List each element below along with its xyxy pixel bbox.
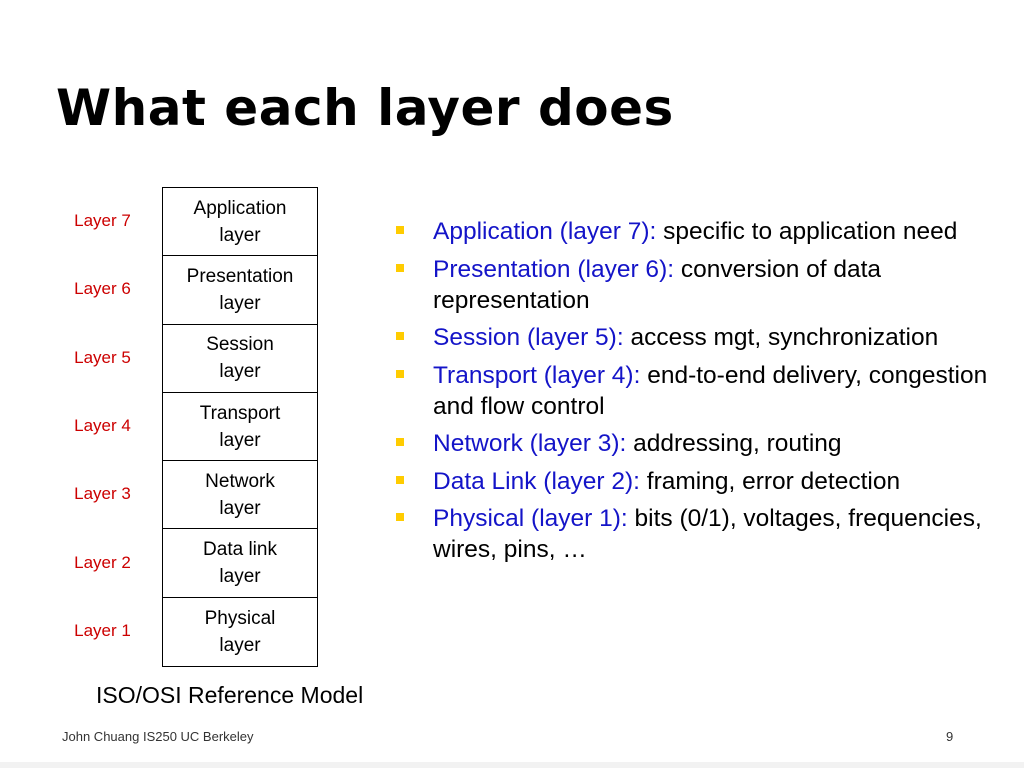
footer-divider [0, 762, 1024, 768]
list-item: Network (layer 3): addressing, routing [396, 428, 996, 459]
list-item: Physical (layer 1): bits (0/1), voltages… [396, 503, 996, 565]
square-bullet-icon [396, 263, 404, 272]
layer-label-5: Layer 5 [74, 347, 131, 367]
bullet-description: addressing, routing [626, 430, 842, 457]
list-item: Data Link (layer 2): framing, error dete… [396, 466, 996, 497]
square-bullet-icon [396, 513, 404, 521]
layer-name-suffix: layer [219, 224, 261, 246]
list-item: Session (layer 5): access mgt, synchroni… [396, 322, 996, 353]
layer-labels: Layer 7 Layer 6 Layer 5 Layer 4 Layer 3 … [50, 187, 155, 665]
layer-label-4: Layer 4 [74, 416, 131, 436]
bullet-description: framing, error detection [639, 467, 901, 495]
layer-box-network: Network layer [163, 461, 317, 530]
layer-name: Application [193, 197, 287, 219]
list-item: Transport (layer 4): end-to-end delivery… [396, 360, 996, 422]
list-item: Presentation (layer 6): conversion of da… [396, 254, 996, 316]
layer-box-physical: Physical layer [163, 598, 317, 666]
osi-layer-stack: Application layer Presentation layer Ses… [162, 187, 318, 668]
layer-box-transport: Transport layer [163, 393, 317, 462]
bullet-description: conversion of data representation [433, 255, 882, 314]
bullet-term: Network (layer 3): [433, 430, 627, 457]
bullet-description: end-to-end delivery, congestion and flow… [433, 361, 988, 420]
layer-name: Network [205, 470, 275, 492]
layer-box-session: Session layer [163, 325, 317, 393]
bullet-term: Transport (layer 4): [433, 361, 641, 389]
layer-name-suffix: layer [219, 361, 261, 383]
footer-credit: John Chuang IS250 UC Berkeley [62, 729, 254, 744]
layer-label-7: Layer 7 [74, 211, 131, 231]
layer-name-suffix: layer [219, 497, 261, 519]
layer-box-presentation: Presentation layer [163, 256, 317, 325]
layer-name: Data link [203, 539, 277, 561]
bullet-term: Session (layer 5): [433, 324, 624, 351]
square-bullet-icon [396, 475, 404, 484]
square-bullet-icon [396, 438, 404, 446]
bullet-term: Presentation (layer 6): [433, 255, 675, 283]
page-number: 9 [946, 729, 954, 744]
layer-label-2: Layer 2 [74, 552, 131, 572]
layer-box-data-link: Data link layer [163, 529, 317, 598]
layer-box-application: Application layer [163, 188, 317, 257]
layer-label-6: Layer 6 [74, 279, 131, 299]
square-bullet-icon [396, 369, 404, 378]
bullet-description: bits (0/1), voltages, frequencies, wires… [433, 505, 982, 563]
bullet-description: specific to application need [656, 218, 958, 245]
layer-name-suffix: layer [219, 634, 261, 656]
slide-title: What each layer does [56, 79, 674, 137]
bullet-term: Physical (layer 1): [433, 505, 628, 532]
layer-name: Presentation [186, 265, 294, 287]
bullet-term: Data Link (layer 2): [433, 467, 640, 495]
layer-name-suffix: layer [219, 429, 261, 451]
layer-description-list: Application (layer 7): specific to appli… [396, 216, 996, 572]
square-bullet-icon [396, 226, 404, 234]
layer-name: Transport [199, 402, 281, 424]
layer-name: Physical [204, 607, 276, 629]
layer-name-suffix: layer [219, 566, 261, 588]
layer-label-1: Layer 1 [74, 620, 131, 640]
list-item: Application (layer 7): specific to appli… [396, 216, 996, 247]
layer-name-suffix: layer [219, 292, 261, 314]
layer-label-3: Layer 3 [74, 484, 131, 504]
bullet-term: Application (layer 7): [433, 218, 657, 245]
layer-name: Session [206, 334, 274, 356]
square-bullet-icon [396, 332, 404, 340]
diagram-caption: ISO/OSI Reference Model [96, 682, 364, 708]
bullet-description: access mgt, synchronization [623, 324, 939, 351]
